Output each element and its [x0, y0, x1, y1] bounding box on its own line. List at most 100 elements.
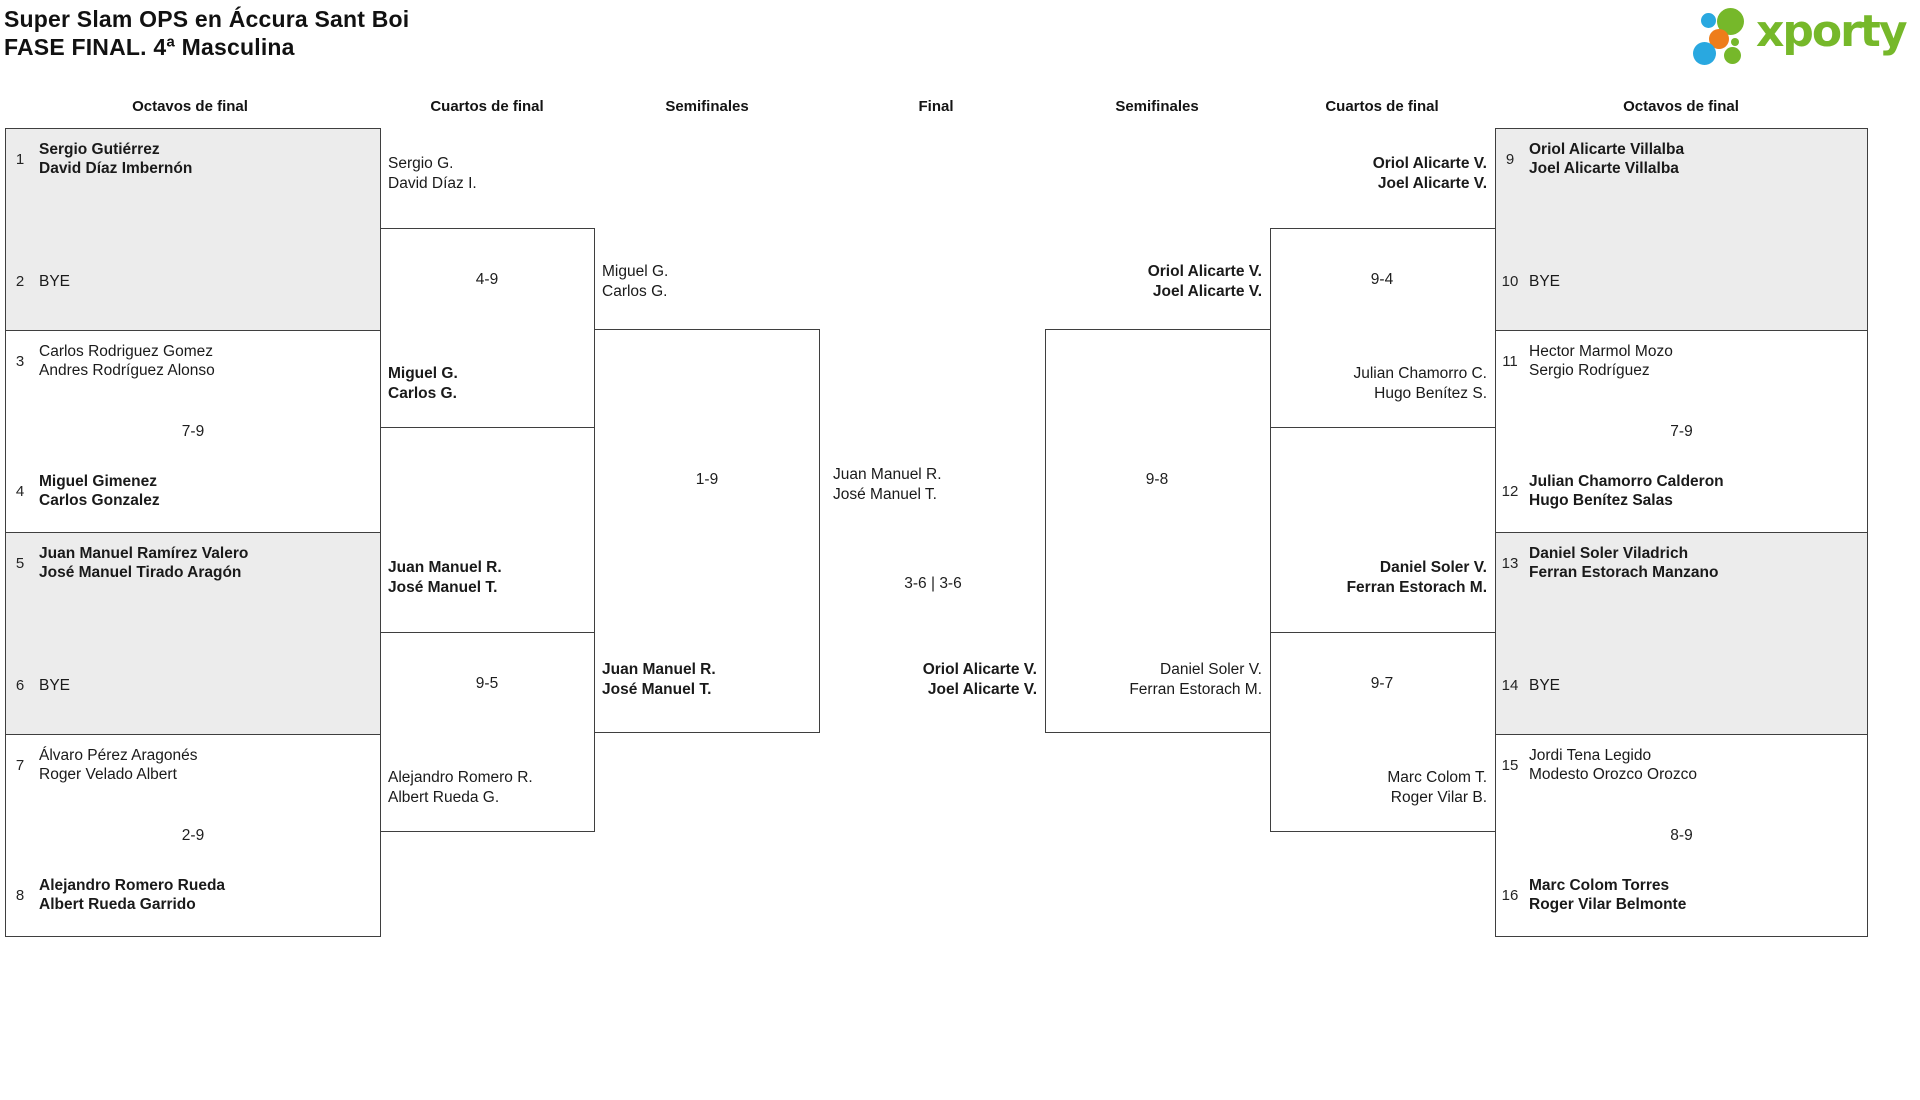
team-name: Jordi Tena Legido Modesto Orozco Orozco	[1529, 746, 1697, 784]
player-name: Joel Alicarte V.	[1377, 174, 1487, 192]
xporty-logo[interactable]: xporty	[1686, 2, 1920, 68]
player-name: BYE	[39, 272, 71, 290]
qf-right-bottom-team-b: Marc Colom T. Roger Vilar B.	[1279, 768, 1487, 807]
team-slot: 2 BYE	[6, 262, 380, 300]
player-name: Carlos Gonzalez	[39, 492, 160, 509]
player-name: Daniel Soler V.	[1379, 559, 1487, 576]
player-name: Juan Manuel Ramírez Valero	[39, 545, 249, 562]
round-header-cuartos-right: Cuartos de final	[1325, 98, 1439, 115]
player-name: Andres Rodríguez Alonso	[39, 362, 215, 379]
round-header-cuartos-left: Cuartos de final	[430, 98, 544, 115]
team-slot: 15 Jordi Tena Legido Modesto Orozco Oroz…	[1496, 746, 1867, 784]
player-name: Roger Vilar B.	[1390, 788, 1487, 806]
player-name: Oriol Alicarte V.	[1147, 263, 1262, 280]
team-name: Álvaro Pérez Aragonés Roger Velado Alber…	[39, 746, 198, 784]
sf-left-box	[594, 329, 820, 733]
sf-left-team-b: Juan Manuel R. José Manuel T.	[602, 660, 716, 699]
match-score: 9-7	[1370, 675, 1394, 692]
qf-right-bottom-team-a: Daniel Soler V. Ferran Estorach M.	[1279, 558, 1487, 597]
r16-left-match-1: 1 Sergio Gutiérrez David Díaz Imbernón 2…	[5, 128, 381, 331]
r16-right-match-2: 11 Hector Marmol Mozo Sergio Rodríguez 7…	[1495, 330, 1868, 533]
logo-dot-blue-small	[1701, 13, 1716, 28]
logo-dot-green-small	[1724, 47, 1741, 64]
logo-dot-orange	[1709, 29, 1729, 49]
seed-number: 12	[1501, 482, 1519, 500]
team-name: Sergio Gutiérrez David Díaz Imbernón	[39, 140, 192, 178]
match-score: 9-8	[1145, 471, 1169, 488]
sf-right-team-b: Daniel Soler V. Ferran Estorach M.	[1052, 660, 1262, 699]
team-slot: 6 BYE	[6, 666, 380, 704]
final-score: 3-6 | 3-6	[904, 575, 962, 592]
match-score: 2-9	[181, 827, 205, 845]
r16-right-match-4: 15 Jordi Tena Legido Modesto Orozco Oroz…	[1495, 734, 1868, 937]
team-slot: 13 Daniel Soler Viladrich Ferran Estorac…	[1496, 544, 1867, 582]
match-score: 7-9	[181, 423, 205, 441]
team-name: Oriol Alicarte Villalba Joel Alicarte Vi…	[1529, 140, 1684, 178]
player-name: David Díaz I.	[388, 174, 477, 192]
seed-number: 3	[15, 352, 25, 370]
match-score: 7-9	[1670, 423, 1693, 441]
team-slot: 10 BYE	[1496, 262, 1867, 300]
team-slot: 7 Álvaro Pérez Aragonés Roger Velado Alb…	[6, 746, 380, 784]
player-name: Juan Manuel R.	[602, 661, 716, 678]
seed-number: 10	[1501, 272, 1519, 290]
player-name: Hector Marmol Mozo	[1529, 343, 1673, 360]
team-name: BYE	[39, 676, 70, 695]
qf-left-top-box	[380, 228, 595, 428]
player-name: Daniel Soler V.	[1160, 661, 1262, 678]
player-name: Marc Colom Torres	[1529, 877, 1670, 894]
player-name: Sergio Rodríguez	[1529, 362, 1650, 379]
seed-number: 13	[1501, 554, 1519, 572]
team-name: Juan Manuel Ramírez Valero José Manuel T…	[39, 544, 248, 582]
logo-wordmark: xporty	[1756, 6, 1908, 57]
qf-right-top-team-a: Oriol Alicarte V. Joel Alicarte V.	[1279, 154, 1487, 193]
team-slot: 4 Miguel Gimenez Carlos Gonzalez	[6, 472, 380, 510]
player-name: José Manuel T.	[388, 578, 498, 596]
team-slot: 8 Alejandro Romero Rueda Albert Rueda Ga…	[6, 876, 380, 914]
player-name: Roger Velado Albert	[39, 766, 177, 783]
qf-left-top-team-b: Miguel G. Carlos G.	[388, 364, 458, 403]
player-name: Jordi Tena Legido	[1529, 747, 1652, 764]
r16-left-match-4: 7 Álvaro Pérez Aragonés Roger Velado Alb…	[5, 734, 381, 937]
player-name: Oriol Alicarte Villalba	[1529, 141, 1685, 158]
player-name: BYE	[1529, 676, 1561, 694]
player-name: Hugo Benítez S.	[1374, 384, 1487, 402]
final-champion: Oriol Alicarte V. Joel Alicarte V.	[827, 660, 1037, 699]
tournament-title: Super Slam OPS en Áccura Sant Boi	[4, 6, 410, 32]
seed-number: 14	[1501, 676, 1519, 694]
qf-left-top-team-a: Sergio G. David Díaz I.	[388, 154, 477, 193]
team-slot: 3 Carlos Rodriguez Gomez Andres Rodrígue…	[6, 342, 380, 380]
player-name: Roger Vilar Belmonte	[1529, 896, 1687, 913]
player-name: Ferran Estorach M.	[1129, 680, 1262, 698]
seed-number: 8	[15, 886, 25, 904]
player-name: Marc Colom T.	[1387, 769, 1487, 786]
round-header-octavos-left: Octavos de final	[132, 98, 248, 115]
player-name: Julian Chamorro C.	[1353, 365, 1487, 382]
seed-number: 4	[15, 482, 25, 500]
match-score: 9-4	[1370, 271, 1394, 288]
player-name: Oriol Alicarte V.	[1372, 155, 1487, 172]
round-header-semis-left: Semifinales	[665, 98, 749, 115]
player-name: Ferran Estorach Manzano	[1529, 564, 1719, 581]
seed-number: 11	[1502, 352, 1518, 370]
qf-left-bottom-team-a: Juan Manuel R. José Manuel T.	[388, 558, 502, 597]
player-name: Alejandro Romero R.	[388, 769, 533, 786]
final-finalist-left: Juan Manuel R. José Manuel T.	[833, 465, 942, 504]
seed-number: 9	[1505, 150, 1515, 168]
team-slot: 5 Juan Manuel Ramírez Valero José Manuel…	[6, 544, 380, 582]
team-name: BYE	[1529, 272, 1560, 291]
player-name: Albert Rueda G.	[388, 788, 500, 806]
qf-left-bottom-team-b: Alejandro Romero R. Albert Rueda G.	[388, 768, 533, 807]
match-score: 1-9	[695, 471, 719, 488]
player-name: Miguel G.	[388, 365, 458, 382]
r16-right-match-3: 13 Daniel Soler Viladrich Ferran Estorac…	[1495, 532, 1868, 735]
r16-right-match-1: 9 Oriol Alicarte Villalba Joel Alicarte …	[1495, 128, 1868, 331]
sf-right-box	[1045, 329, 1271, 733]
qf-right-top-box	[1270, 228, 1496, 428]
player-name: José Manuel Tirado Aragón	[39, 564, 242, 581]
player-name: BYE	[39, 676, 71, 694]
team-name: BYE	[1529, 676, 1560, 695]
player-name: Juan Manuel R.	[833, 466, 942, 483]
player-name: Daniel Soler Viladrich	[1529, 545, 1689, 562]
